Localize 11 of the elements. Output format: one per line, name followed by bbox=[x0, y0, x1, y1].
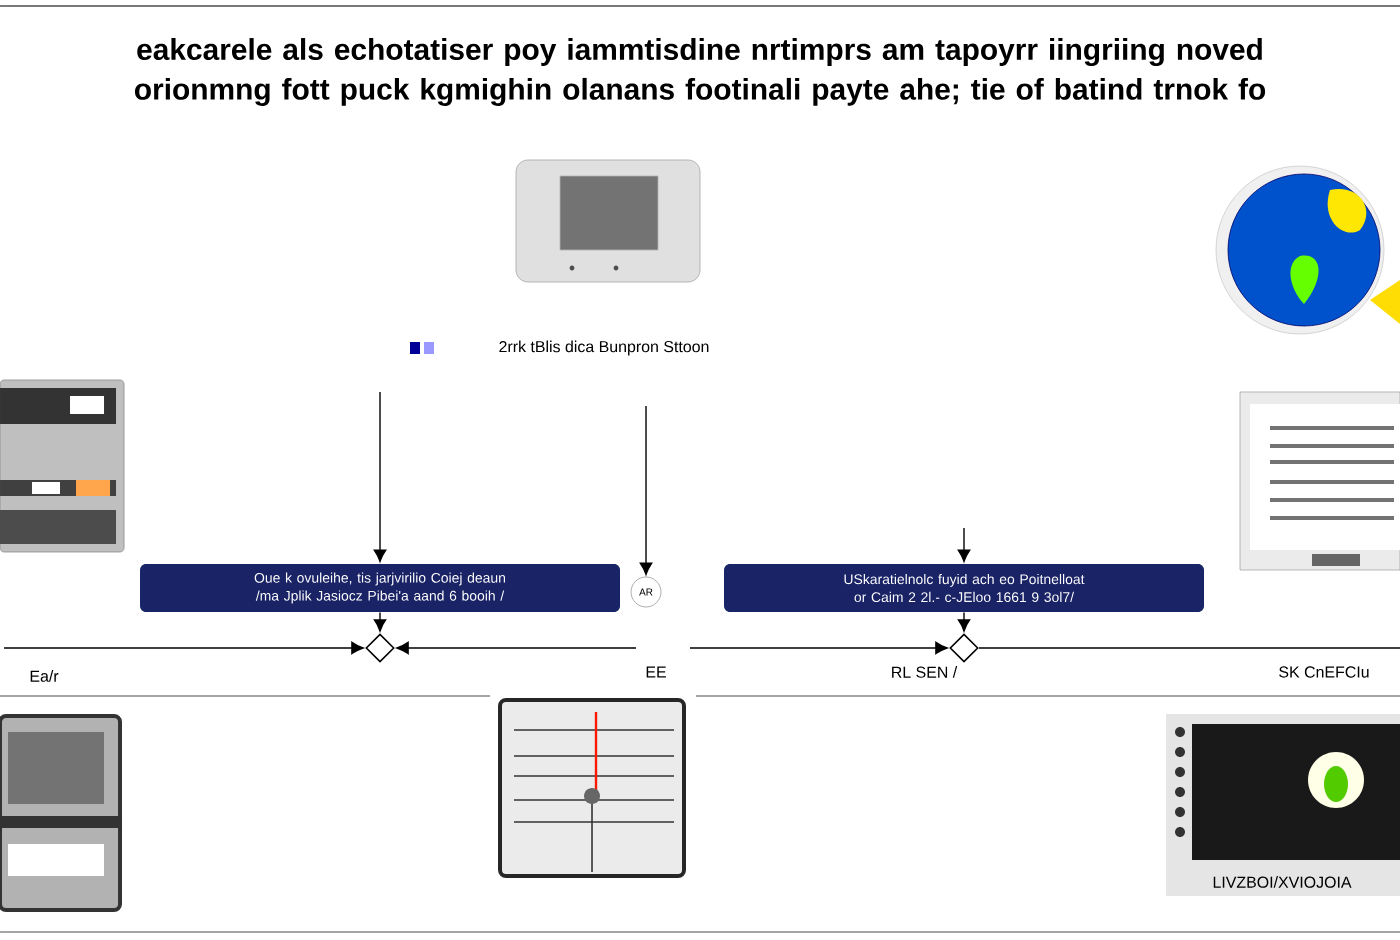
arrow bbox=[3, 641, 364, 655]
arrow bbox=[373, 391, 387, 563]
arrow bbox=[639, 405, 653, 576]
arrow bbox=[957, 527, 971, 563]
decision-diamond bbox=[949, 633, 979, 663]
arrow bbox=[957, 611, 971, 632]
arrow bbox=[689, 641, 948, 655]
decision-diamond bbox=[365, 633, 395, 663]
title: eakcarele als echotatiser poy iammtisdine nrtimprs am tapoyrr iingriing noved orionmng fott puck kgmighin olanans footinali payte ahe; tie of batind trnok fo bbox=[134, 38, 1266, 106]
arrow bbox=[373, 611, 387, 632]
arrow bbox=[396, 641, 637, 655]
